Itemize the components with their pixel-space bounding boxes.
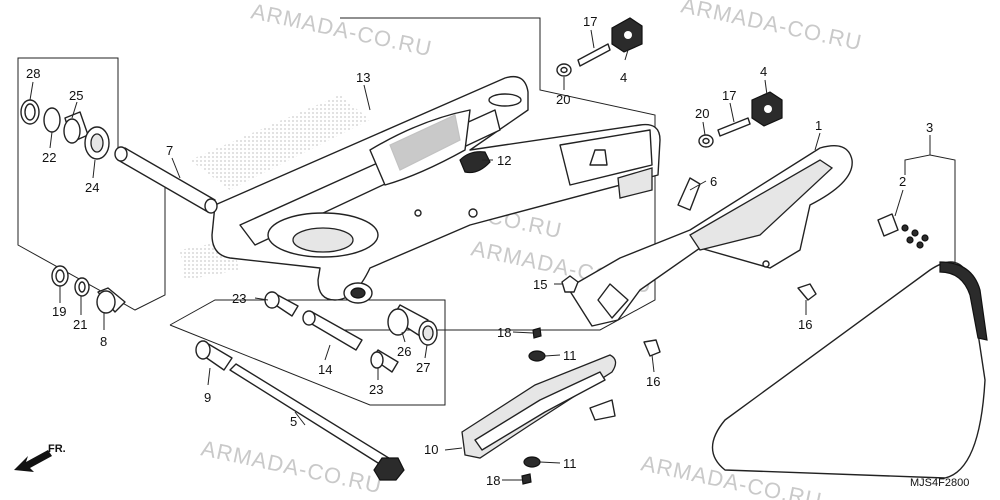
callout-8: 8	[100, 334, 107, 349]
swingarm	[180, 75, 661, 304]
callout-9: 9	[204, 390, 211, 405]
callout-7: 7	[166, 143, 173, 158]
callout-4b: 4	[760, 64, 767, 79]
callout-2: 2	[899, 174, 906, 189]
bolt-17	[577, 43, 751, 137]
callout-5: 5	[290, 414, 297, 429]
callout-25: 25	[69, 88, 83, 103]
front-direction-indicator: FR.	[14, 443, 66, 472]
collar-9	[195, 340, 233, 371]
callout-16a: 16	[798, 317, 812, 332]
drive-chain-3	[711, 261, 988, 479]
leader-lines	[29, 29, 956, 481]
callout-28: 28	[26, 66, 40, 81]
spacer-23-upper	[264, 291, 299, 317]
callout-17a: 17	[583, 14, 597, 29]
rubber-stopper-4	[611, 17, 783, 127]
callout-6: 6	[710, 174, 717, 189]
callout-1: 1	[815, 118, 822, 133]
callout-14: 14	[318, 362, 332, 377]
callout-10: 10	[424, 442, 438, 457]
washer-20	[556, 63, 714, 148]
left-spacer-stack	[51, 265, 126, 314]
callout-4a: 4	[620, 70, 627, 85]
callout-12: 12	[497, 153, 511, 168]
chain-joint-kit-2	[877, 213, 929, 249]
callout-18b: 18	[486, 473, 500, 488]
assembly-frames	[17, 17, 656, 406]
callout-27: 27	[416, 360, 430, 375]
right-bearing-stack	[370, 304, 438, 373]
callout-11b: 11	[563, 456, 577, 471]
left-bearing-stack	[20, 99, 110, 160]
callout-20b: 20	[695, 106, 709, 121]
chain-case-1	[567, 145, 853, 327]
front-arrow-icon	[14, 450, 52, 472]
callout-19: 19	[52, 304, 66, 319]
diagram-code: MJS4F2800	[910, 477, 969, 489]
callout-labels: 1 2 3 4 4 5 6 7 8 9 10 11 11 12 13 14 15…	[26, 14, 933, 488]
watermark: ARMADA-CO.RU	[249, 0, 435, 61]
callout-17b: 17	[722, 88, 736, 103]
callout-15: 15	[533, 277, 547, 292]
bracket-6	[677, 177, 701, 211]
callout-24: 24	[85, 180, 99, 195]
callout-11a: 11	[563, 348, 577, 363]
bolt-16	[643, 283, 817, 357]
fasteners-18-11	[521, 327, 546, 485]
callout-23b: 23	[369, 382, 383, 397]
bolt-15	[561, 275, 579, 293]
callout-16b: 16	[646, 374, 660, 389]
callout-13: 13	[356, 70, 370, 85]
callout-23a: 23	[232, 291, 246, 306]
callout-22: 22	[42, 150, 56, 165]
callout-3: 3	[926, 120, 933, 135]
pivot-collar-7	[114, 146, 218, 214]
callout-20a: 20	[556, 92, 570, 107]
pivot-pipe-14	[302, 310, 363, 351]
pad-12	[459, 151, 491, 174]
front-label: FR.	[48, 443, 66, 455]
callout-21: 21	[73, 317, 87, 332]
chain-slider-10	[461, 354, 617, 459]
watermark: ARMADA-CO.RU	[679, 0, 865, 55]
callout-18a: 18	[497, 325, 511, 340]
callout-26: 26	[397, 344, 411, 359]
pivot-bolt-5	[229, 363, 405, 481]
